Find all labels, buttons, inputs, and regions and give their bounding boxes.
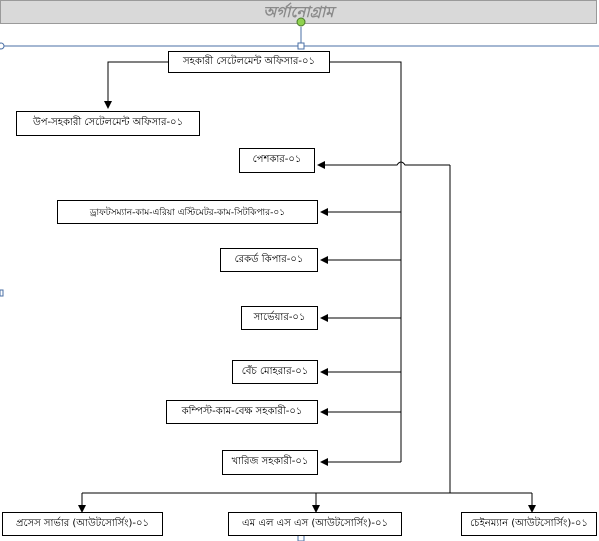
rotation-handle[interactable] — [296, 17, 306, 27]
node-surveyor[interactable]: সার্ভেয়ার-০১ — [241, 306, 318, 330]
resize-handle-top[interactable] — [297, 42, 305, 50]
resize-handle-left[interactable] — [0, 289, 4, 297]
node-kharij-asst[interactable]: খারিজ সহকারী-০১ — [222, 450, 318, 475]
connector-peshkar — [317, 161, 450, 169]
node-record-keeper[interactable]: রেকর্ড কিপার-০১ — [220, 248, 318, 272]
node-chainman[interactable]: চেইনম্যান (আউটসোর্সিং)-০১ — [461, 512, 597, 536]
node-peshkar[interactable]: পেশকার-০১ — [239, 148, 315, 173]
node-computer-asst[interactable]: কম্পিস্ট-কাম-বেক্ষ সহকারী-০১ — [166, 400, 318, 424]
node-asst-officer[interactable]: উপ-সহকারী সেটেলমেন্ট অফিসার-০১ — [16, 111, 200, 136]
node-mlss[interactable]: এম এল এস এস (আউটসোর্সিং)-০১ — [228, 512, 402, 536]
connector-root-asst-officer — [104, 61, 168, 109]
node-bench-moharar[interactable]: বেঁচ মোহরার-০১ — [232, 360, 318, 384]
node-draftsman[interactable]: ড্রাফটসম্যান-কাম-এরিয়া এস্টিমেটর-কাম-সি… — [57, 200, 318, 224]
node-root[interactable]: সহকারী সেটেলমেন্ট অফিসার-০১ — [168, 51, 330, 73]
node-process-server[interactable]: প্রসেস সার্ভার (আউটসোর্সিং)-০১ — [2, 512, 163, 536]
connector-main-trunk — [330, 61, 402, 462]
selection-handle-left[interactable] — [0, 42, 5, 50]
